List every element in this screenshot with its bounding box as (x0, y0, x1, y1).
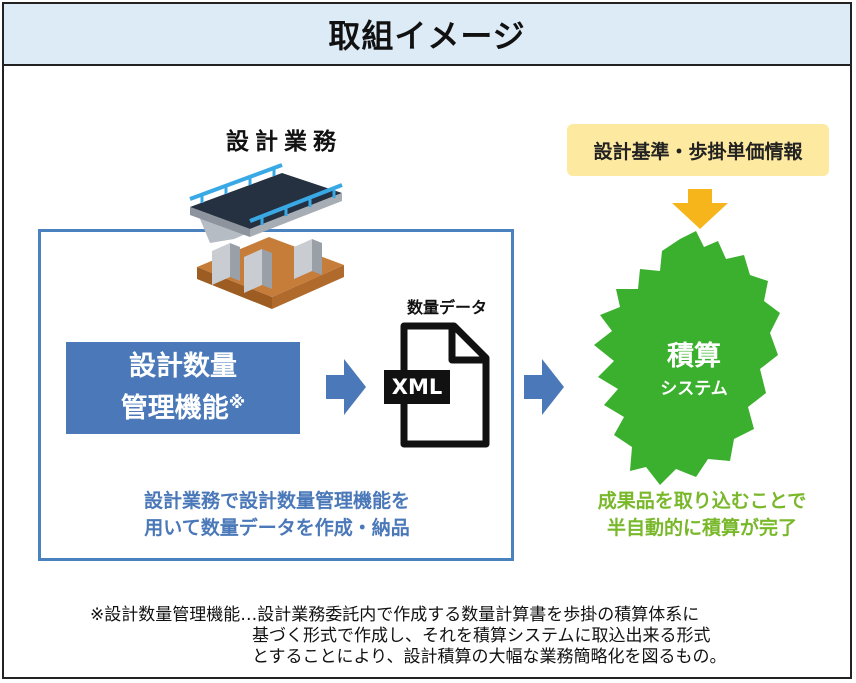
function-line-2: 管理機能※ (120, 393, 246, 424)
arrow-right-icon (524, 359, 564, 415)
design-caption: 設計業務で設計数量管理機能を 用いて数量データを作成・納品 (54, 488, 500, 542)
page-title: 取組イメージ (328, 17, 526, 55)
prefecture-map-icon (594, 231, 780, 485)
xml-label: XML (392, 375, 442, 399)
estimation-subtitle: システム (660, 379, 728, 399)
design-caption-line-1: 設計業務で設計数量管理機能を (143, 490, 410, 512)
arrow-right-icon (326, 359, 366, 415)
arrow-down-icon (672, 189, 728, 229)
design-work-label: 設計業務 (226, 129, 342, 155)
estimation-title: 積算 (667, 341, 721, 372)
estimation-caption: 成果品を取り込むことで 半自動的に積算が完了 (552, 488, 852, 542)
estimation-caption-line-2: 半自動的に積算が完了 (606, 517, 797, 539)
footnote-line-1: ※設計数量管理機能…設計業務委託内で作成する数量計算書を歩掛の積算体系に (90, 605, 700, 625)
footnote-line-2: 基づく形式で作成し、それを積算システムに取込出来る形式 (252, 626, 711, 646)
design-work-frame (38, 229, 514, 561)
xml-file-icon: XML (384, 322, 490, 448)
header-bar: 取組イメージ (4, 4, 850, 66)
estimation-caption-line-1: 成果品を取り込むことで (597, 490, 807, 512)
bridge-icon (189, 163, 344, 309)
design-standards-box: 設計基準・歩掛単価情報 (567, 124, 829, 176)
footnote-line-3: とすることにより、設計積算の大幅な業務簡略化を図るもの。 (252, 647, 727, 667)
design-quantity-management-box: 設計数量 管理機能※ (66, 342, 300, 434)
quantity-data-label: 数量データ (406, 298, 487, 317)
footnote: ※設計数量管理機能…設計業務委託内で作成する数量計算書を歩掛の積算体系に 基づく… (90, 605, 850, 668)
design-caption-line-2: 用いて数量データを作成・納品 (144, 517, 410, 539)
function-line-1: 設計数量 (129, 351, 237, 382)
note-mark: ※ (228, 393, 246, 413)
